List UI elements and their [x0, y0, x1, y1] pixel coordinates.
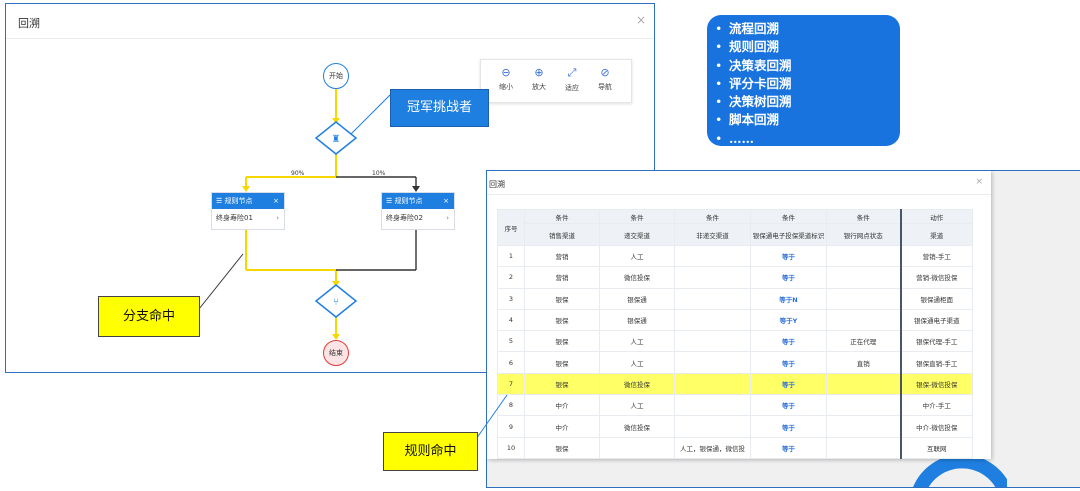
rule-backtrack-dialog: 回溯 × 序号 条件 条件 条件 条件 条件 动作 销售渠道: [487, 171, 991, 459]
table-cell: 互联网: [899, 436, 973, 459]
divider: [487, 194, 991, 195]
svg-text:♜: ♜: [332, 134, 341, 145]
rule-node-icon: ☰: [386, 197, 395, 205]
table-subheader: 银保通电子投保渠道标识: [750, 223, 827, 246]
rule-backtrack-window: 回溯 × 序号 条件 条件 条件 条件 条件 动作 销售渠道: [486, 170, 1080, 488]
table-cell: 7: [497, 372, 525, 396]
table-cell: [674, 372, 751, 396]
flow-start-node[interactable]: 开始: [323, 63, 349, 89]
callout-rule-hit: 规则命中: [383, 432, 478, 471]
flow-end-node[interactable]: 结束: [323, 340, 349, 366]
window-title: 回溯: [18, 17, 40, 30]
table-cell: 等于: [750, 436, 827, 459]
close-icon[interactable]: ×: [443, 197, 449, 205]
list-item: ……: [715, 130, 900, 149]
background-donut-chart: [913, 454, 1007, 487]
table-header: 条件: [674, 209, 751, 224]
backtrack-types-box: 流程回溯 规则回溯 决策表回溯 评分卡回溯 决策树回溯 脚本回溯 ……: [707, 15, 900, 148]
table-header-index: 序号: [497, 209, 525, 246]
list-item: 决策表回溯: [715, 57, 900, 76]
fit-button[interactable]: ⤢适应: [555, 66, 589, 93]
close-icon[interactable]: ×: [273, 197, 279, 205]
table-cell: 等于: [750, 372, 827, 396]
rule-node-left[interactable]: ☰ 规则节点 × 终身寿险01 ›: [211, 192, 285, 230]
table-subheader: 非递交渠道: [674, 223, 751, 246]
zoom-in-button[interactable]: ⊕放大: [522, 66, 556, 92]
rule-node-label: 终身寿险01: [216, 214, 253, 222]
list-item: 决策树回溯: [715, 93, 900, 112]
branch-right-percent: 10%: [372, 170, 386, 177]
branch-left-percent: 90%: [291, 170, 305, 177]
rule-node-right[interactable]: ☰ 规则节点 × 终身寿险02 ›: [381, 192, 455, 230]
fit-icon: ⤢: [567, 66, 577, 79]
table-subheader: 银行网点状态: [826, 223, 901, 246]
close-icon[interactable]: ×: [635, 13, 646, 27]
table-header: 条件: [750, 209, 827, 224]
close-icon[interactable]: ×: [975, 177, 983, 187]
rule-node-label: 终身寿险02: [386, 214, 423, 222]
zoom-out-icon: ⊖: [501, 66, 511, 79]
list-item: 评分卡回溯: [715, 75, 900, 94]
zoom-in-icon: ⊕: [534, 66, 544, 79]
zoom-toolbar: ⊖缩小 ⊕放大 ⤢适应 ⊘导航: [480, 59, 632, 103]
rule-node-title: 规则节点: [224, 197, 253, 205]
decision-table: 序号 条件 条件 条件 条件 条件 动作 销售渠道 递交渠道 非递交渠道 银保通…: [497, 209, 973, 459]
rule-node-title: 规则节点: [394, 197, 423, 205]
table-cell: 银保: [524, 436, 600, 459]
table-subheader: 渠道: [899, 223, 973, 246]
rule-node-icon: ☰: [216, 197, 225, 205]
window-title: 回溯: [489, 180, 505, 189]
flow-connectors: ♜ ⑂: [198, 89, 420, 340]
zoom-out-button[interactable]: ⊖缩小: [489, 66, 523, 92]
svg-text:⑂: ⑂: [333, 297, 339, 308]
divider: [6, 38, 654, 39]
list-item: 脚本回溯: [715, 111, 900, 130]
list-item: 规则回溯: [715, 38, 900, 57]
chevron-right-icon[interactable]: ›: [276, 214, 279, 222]
table-cell: 银保: [524, 372, 600, 396]
callout-branch-hit: 分支命中: [98, 296, 200, 337]
chevron-right-icon[interactable]: ›: [446, 214, 449, 222]
list-item: 流程回溯: [715, 20, 900, 39]
table-cell: 银保-微信投保: [899, 372, 973, 396]
table-header: 条件: [826, 209, 901, 224]
callout-champion-challenger: 冠军挑战者: [390, 89, 489, 127]
backtrack-types-list: 流程回溯 规则回溯 决策表回溯 评分卡回溯 决策树回溯 脚本回溯 ……: [707, 20, 900, 148]
navigate-icon: ⊘: [600, 66, 610, 79]
navigate-button[interactable]: ⊘导航: [588, 66, 622, 92]
